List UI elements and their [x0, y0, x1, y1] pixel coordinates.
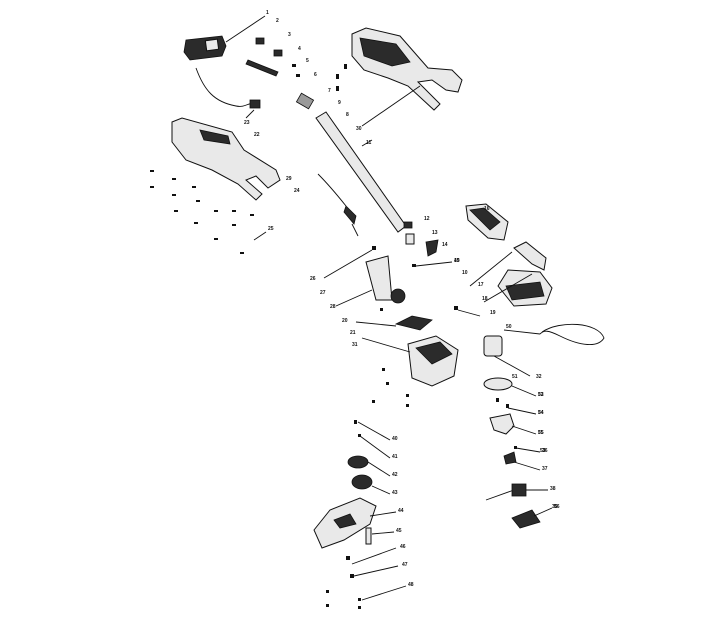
handle-housing-icon-left: [171, 117, 281, 201]
callout-7: 7: [328, 88, 331, 94]
battery-pack-icon: [183, 15, 266, 61]
callout-2: 2: [276, 18, 279, 24]
callout-27: 27: [320, 290, 326, 296]
callout-56: 56: [554, 504, 560, 510]
callout-33: 33: [538, 392, 544, 398]
callout-38: 38: [550, 486, 556, 492]
callout-43: 43: [392, 490, 398, 496]
callout-1: 1: [266, 10, 269, 16]
callout-16: 16: [484, 206, 490, 212]
gear-housing-icon: [355, 315, 459, 387]
callout-49: 49: [454, 258, 460, 264]
callout-10: 10: [462, 270, 468, 276]
callout-8: 8: [346, 112, 349, 118]
handle-housing-icon: [351, 27, 463, 127]
callout-24: 24: [294, 188, 300, 194]
motor-housing-icon: [454, 203, 553, 317]
callout-30: 30: [356, 126, 362, 132]
bottom-parts-icon: [326, 547, 407, 609]
callout-28: 28: [330, 304, 336, 310]
callout-20: 20: [342, 318, 348, 324]
callout-18: 18: [482, 296, 488, 302]
callout-47: 47: [402, 562, 408, 568]
callout-45: 45: [396, 528, 402, 534]
capacitor-icon: [483, 335, 531, 377]
callout-52: 52: [538, 392, 544, 398]
callout-39: 39: [552, 504, 558, 510]
callout-36: 36: [542, 448, 548, 454]
clips-group: [245, 37, 347, 91]
wire-harness-icon: [317, 173, 359, 237]
callout-22: 22: [254, 132, 260, 138]
callout-54: 54: [538, 410, 544, 416]
callout-40: 40: [392, 436, 398, 442]
callout-42: 42: [392, 472, 398, 478]
callout-50: 50: [506, 324, 512, 330]
spring-clip-icon: [511, 507, 553, 529]
callout-37: 37: [542, 466, 548, 472]
callout-35: 35: [538, 430, 544, 436]
screw-icon-column: [372, 368, 409, 407]
callout-34: 34: [538, 410, 544, 416]
screw-icon-field: [150, 170, 267, 254]
charger-cord-icon: [195, 67, 261, 119]
callout-14: 14: [442, 242, 448, 248]
callout-5: 5: [306, 58, 309, 64]
callout-6: 6: [314, 72, 317, 78]
spool-cap-icon: [483, 377, 541, 471]
callout-21: 21: [350, 330, 356, 336]
callout-9: 9: [338, 100, 341, 106]
callout-29: 29: [286, 176, 292, 182]
callout-11: 11: [366, 140, 372, 146]
motor-armature-icon: [485, 483, 548, 501]
cable-loop-icon: [503, 323, 605, 345]
callout-51: 51: [512, 374, 518, 380]
callout-13: 13: [432, 230, 438, 236]
callout-41: 41: [392, 454, 398, 460]
callout-labels: 1234567891011121314151617181920212223242…: [244, 10, 560, 588]
callout-25: 25: [268, 226, 274, 232]
callout-32: 32: [536, 374, 542, 380]
motor-coupler-icon: [323, 246, 406, 311]
callout-44: 44: [398, 508, 404, 514]
callout-46: 46: [400, 544, 406, 550]
guard-icon: [313, 497, 397, 549]
callout-31: 31: [352, 342, 358, 348]
callout-55: 55: [538, 430, 544, 436]
switch-parts-icon: [403, 221, 453, 267]
line-spool-icon: [347, 420, 391, 495]
callout-53: 53: [540, 448, 546, 454]
callout-48: 48: [408, 582, 414, 588]
callout-12: 12: [424, 216, 430, 222]
callout-4: 4: [298, 46, 301, 52]
callout-23: 23: [244, 120, 250, 126]
callout-3: 3: [288, 32, 291, 38]
callout-15: 15: [454, 258, 460, 264]
callout-19: 19: [490, 310, 496, 316]
callout-17: 17: [478, 282, 484, 288]
callout-26: 26: [310, 276, 316, 282]
